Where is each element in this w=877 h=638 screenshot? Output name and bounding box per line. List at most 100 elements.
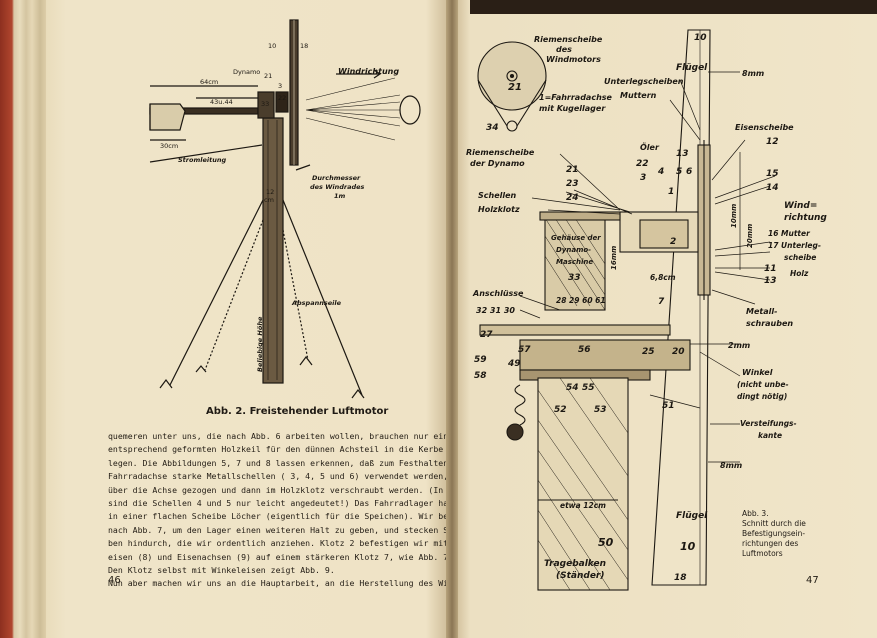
label-riemenscheibe-dynamo: Riemenscheibe (466, 148, 535, 157)
body-line: sind die Schellen 4 und 5 nur leicht ang… (108, 498, 446, 509)
label-30cm: 30cm (160, 142, 178, 150)
label-des-windrades: des Windrades (310, 183, 365, 191)
body-line: Den Klotz selbst mit Winkeleisen zeigt A… (108, 565, 335, 576)
label-num-21: 21 (264, 72, 272, 80)
num-2: 2 (670, 237, 676, 247)
label-kugellager: mit Kugellager (539, 104, 606, 113)
num-14: 14 (766, 183, 779, 193)
label-kante: kante (758, 431, 782, 440)
num-53: 53 (594, 405, 607, 415)
label-anschluesse: Anschlüsse (472, 289, 524, 298)
num-25: 25 (642, 347, 655, 357)
num-18-bottom: 18 (674, 573, 687, 583)
num-33: 33 (568, 273, 581, 283)
label-dynamo: Dynamo (233, 68, 260, 76)
background-strip (470, 0, 877, 14)
label-unterlegscheiben: Unterlegscheiben (604, 77, 684, 86)
label-holz: Holz (790, 269, 809, 278)
caption-line: Luftmotors (742, 549, 783, 558)
body-line: Fahrradachse starke Metallschellen ( 3, … (108, 471, 446, 482)
num-54: 54 (566, 383, 579, 393)
num-55: 55 (582, 383, 595, 393)
label-winkel: Winkel (742, 368, 773, 377)
label-stromleitung: Stromleitung (178, 156, 226, 164)
body-line: in einer flachen Scheibe Löcher (eigentl… (108, 511, 446, 522)
book-gutter (446, 0, 458, 638)
label-gehaeuse: Gehäuse der (551, 234, 601, 242)
label-abspannseile: Abspannseile (291, 299, 342, 307)
num-11: 11 (764, 264, 777, 274)
label-20mm: 20mm (746, 224, 754, 248)
num-27: 27 (480, 330, 493, 340)
num-57: 57 (518, 345, 531, 355)
left-page (46, 0, 450, 638)
label-cm: cm (264, 196, 274, 204)
body-line: legen. Die Abbildungen 5, 7 und 8 lassen… (108, 457, 446, 468)
label-fluegel-top: Flügel (676, 63, 708, 73)
page-number-right: 47 (806, 575, 819, 586)
label-43u44: 43u.44 (210, 98, 233, 106)
label-16mm: 16mm (610, 246, 618, 270)
num-21-pulley: 21 (508, 82, 522, 93)
label-12: 12 (266, 188, 274, 196)
label-holzklotz: Holzklotz (478, 205, 520, 214)
num-52: 52 (554, 405, 567, 415)
label-riemenscheibe-wind: Riemenscheibe (534, 35, 603, 44)
num-6: 6 (686, 167, 692, 177)
body-line: entsprechend geformten Holzkeil für den … (108, 444, 446, 455)
num-20: 20 (672, 347, 685, 357)
label-16-mutter: 16 Mutter (768, 229, 811, 238)
label-staender: (Ständer) (556, 571, 604, 581)
label-dingt-noetig: dingt nötig) (737, 392, 787, 401)
num-24: 24 (566, 193, 579, 203)
label-num-3: 3 (278, 82, 282, 90)
label-1m: 1m (334, 192, 346, 200)
label-8mm-top: 8mm (742, 69, 764, 78)
label-wind: Wind= (784, 201, 817, 211)
label-8mm-bottom: 8mm (720, 461, 742, 470)
num-28-29-60-61: 28 29 60 61 (556, 296, 606, 305)
label-versteifungs: Versteifungs- (740, 419, 797, 428)
num-1: 1 (668, 187, 674, 197)
body-line: über die Achse gezogen und dann im Holzk… (108, 484, 446, 495)
label-des: des (556, 45, 572, 54)
caption-line: richtungen des (742, 539, 799, 548)
num-49: 49 (507, 359, 521, 369)
num-7: 7 (658, 297, 665, 307)
label-metall: Metall- (746, 307, 777, 316)
num-3: 3 (640, 173, 646, 183)
caption-line: Schnitt durch die (742, 519, 806, 528)
body-line: ben hindurch, die wir ordentlich anziehe… (108, 538, 446, 549)
label-beliebige-hoehe: Beliebige Höhe (256, 316, 264, 372)
label-10mm: 10mm (730, 204, 738, 228)
label-schrauben: schrauben (746, 319, 793, 328)
caption-line: Befestigungsein- (742, 529, 806, 538)
num-10-top: 10 (694, 33, 707, 43)
label-fluegel-bottom: Flügel (676, 511, 708, 521)
label-der-dynamo: der Dynamo (470, 159, 525, 168)
label-num-10: 10 (268, 42, 276, 50)
num-4: 4 (657, 167, 664, 177)
body-line: nach Abb. 7, um den Lager einen weiteren… (108, 524, 446, 535)
num-56: 56 (578, 345, 591, 355)
num-15: 15 (766, 169, 779, 179)
label-oeler: Öler (640, 142, 660, 152)
left-figure-caption: Abb. 2. Freistehender Luftmotor (206, 406, 389, 417)
label-durchmesser: Durchmesser (312, 174, 361, 182)
label-etwa-12cm: etwa 12cm (560, 501, 606, 510)
label-schellen: Schellen (478, 191, 517, 200)
num-51: 51 (662, 401, 675, 411)
label-scheibe: scheibe (784, 253, 816, 262)
label-num-22: 22 (278, 94, 286, 102)
label-2mm: 2mm (728, 341, 750, 350)
num-13b: 13 (764, 276, 777, 286)
num-58: 58 (474, 371, 487, 381)
label-richtung: richtung (784, 213, 827, 223)
num-59: 59 (474, 355, 487, 365)
num-34: 34 (486, 123, 499, 133)
num-32-31-30: 32 31 30 (476, 306, 515, 315)
page-number-left: 46 (108, 575, 121, 586)
label-muttern: Muttern (620, 91, 657, 100)
